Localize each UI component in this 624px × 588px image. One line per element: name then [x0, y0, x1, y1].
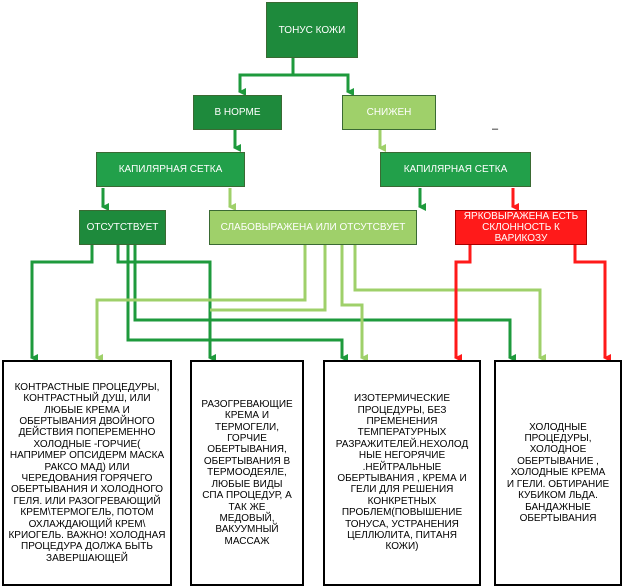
node-capillary-right: КАПИЛЯРНАЯ СЕТКА	[380, 152, 531, 187]
result-contrast: КОНТРАСТНЫЕ ПРОЦЕДУРЫ, КОНТРАСТНЫЙ ДУШ, …	[2, 360, 172, 586]
node-skin-tone: ТОНУС КОЖИ	[266, 2, 358, 58]
node-absent: ОТСУТСТВУЕТ	[79, 210, 166, 245]
node-reduced: СНИЖЕН	[342, 95, 436, 130]
node-normal: В НОРМЕ	[193, 95, 282, 130]
stray-dash: –	[492, 123, 499, 135]
node-weak: СЛАБОВЫРАЖЕНА ИЛИ ОТСУТСВУЕТ	[209, 210, 417, 245]
node-capillary-left: КАПИЛЯРНАЯ СЕТКА	[96, 152, 245, 187]
result-warming: РАЗОГРЕВАЮЩИЕ КРЕМА И ТЕРМОГЕЛИ, ГОРЧИЕ …	[190, 360, 304, 586]
result-isothermal: ИЗОТЕРМИЧЕСКИЕ ПРОЦЕДУРЫ, БЕЗ ПРЕМЕНЕНИЯ…	[323, 360, 481, 586]
node-strong-varicose: ЯРКОВЫРАЖЕНА ЕСТЬ СКЛОННОСТЬ К ВАРИКОЗУ	[455, 210, 587, 245]
result-cold: ХОЛОДНЫЕ ПРОЦЕДУРЫ, ХОЛОДНОЕ ОБЕРТЫВАНИЕ…	[494, 360, 622, 586]
